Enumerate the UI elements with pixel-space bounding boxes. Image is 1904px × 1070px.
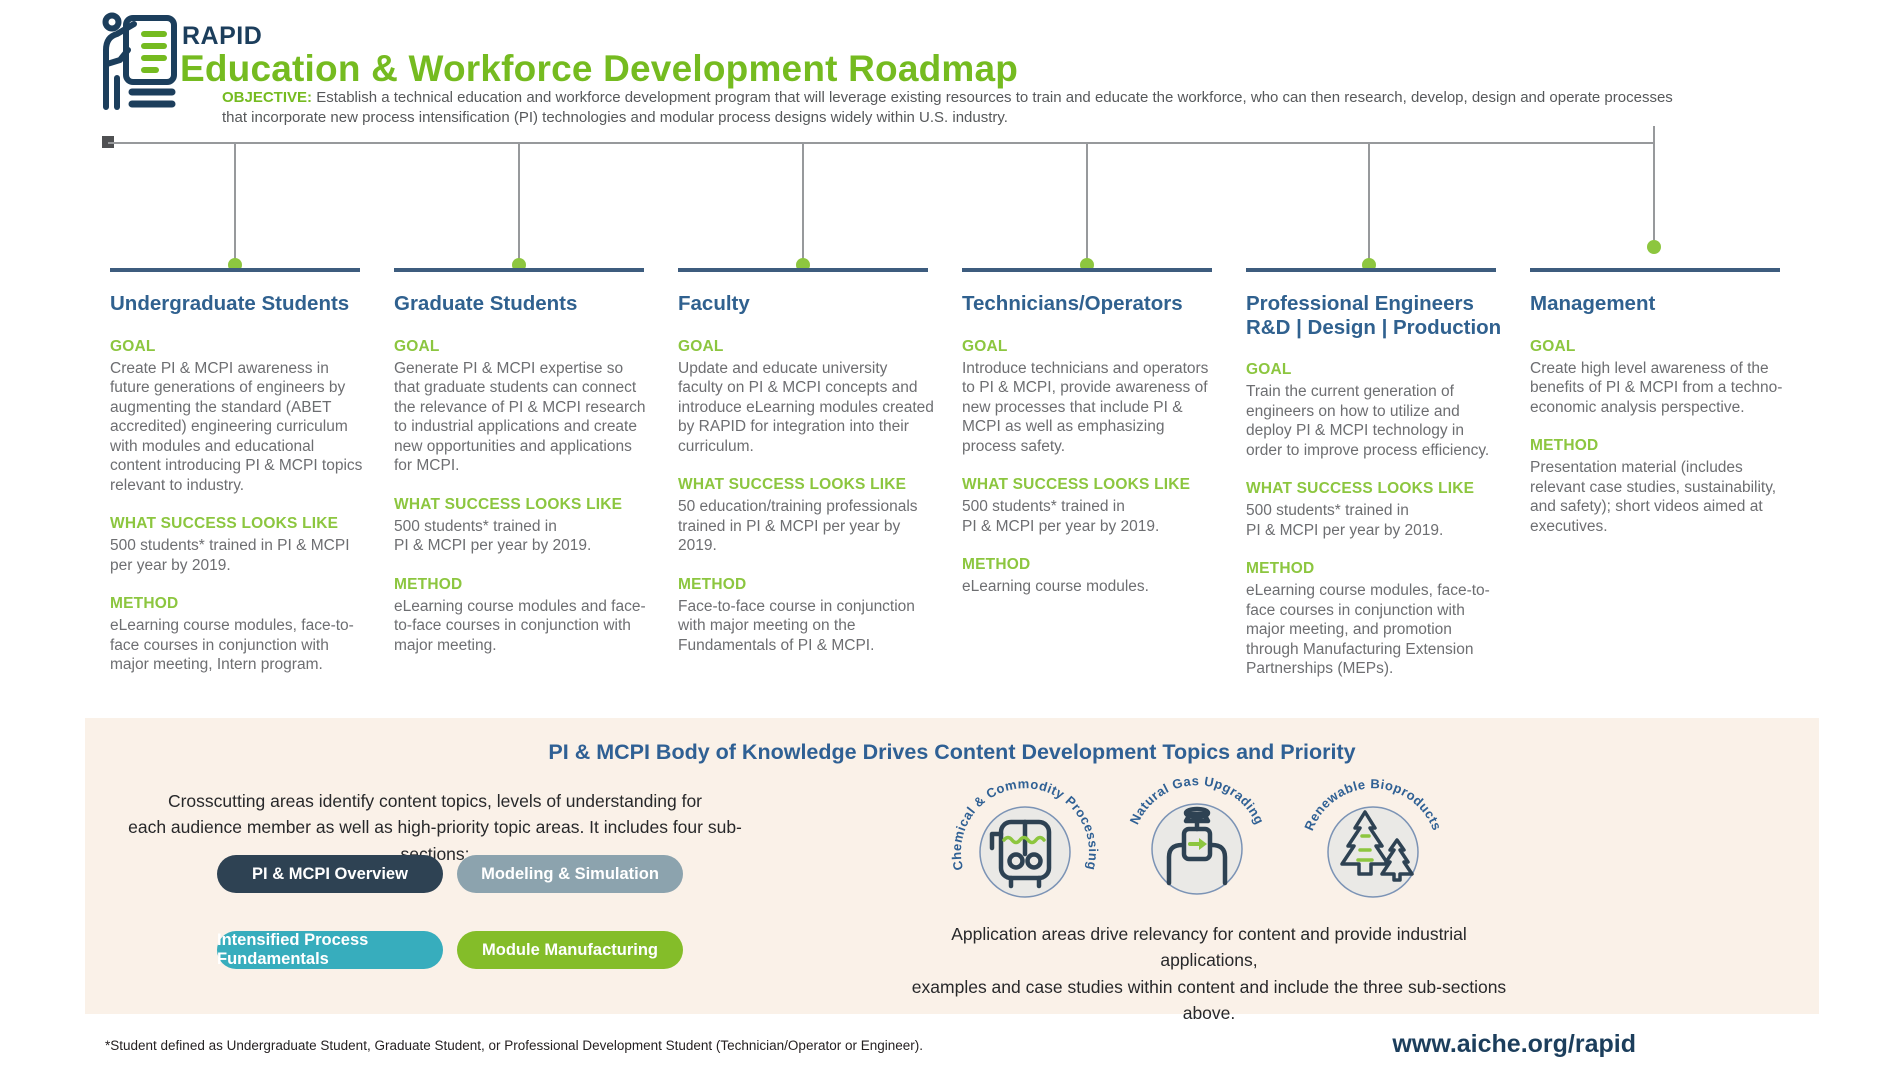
section-method: METHOD eLearning course modules. — [962, 556, 1220, 597]
timeline-connector — [518, 142, 520, 264]
section-label: METHOD — [1530, 437, 1599, 455]
section-text: eLearning course modules and face-to-fac… — [394, 597, 646, 654]
column-rule — [394, 268, 644, 272]
section-label: GOAL — [110, 337, 156, 355]
column-graduate-students: Graduate Students GOAL Generate PI & MCP… — [394, 292, 652, 675]
section-text: 500 students* trained in PI & MCPI per y… — [962, 498, 1160, 535]
section-label: METHOD — [110, 595, 179, 613]
section-success: WHAT SUCCESS LOOKS LIKE 500 students* tr… — [110, 515, 368, 575]
section-text: Presentation material (includes relevant… — [1530, 459, 1777, 535]
section-label: METHOD — [678, 575, 747, 593]
column-rule — [110, 268, 360, 272]
natural-gas-icon: Natural Gas Upgrading — [1127, 773, 1267, 895]
timeline-connector — [1086, 142, 1088, 264]
body-of-knowledge-panel: PI & MCPI Body of Knowledge Drives Conte… — [85, 718, 1819, 1023]
section-label: GOAL — [1530, 337, 1576, 355]
column-rule — [678, 268, 928, 272]
section-text: Create PI & MCPI awareness in future gen… — [110, 359, 363, 494]
column-rule — [1530, 268, 1780, 272]
section-method: METHOD Presentation material (includes r… — [1530, 437, 1788, 536]
pill-pi-mcpi-overview: PI & MCPI Overview — [217, 855, 443, 893]
section-method: METHOD eLearning course modules, face-to… — [110, 595, 368, 675]
section-goal: GOAL Create PI & MCPI awareness in futur… — [110, 338, 368, 496]
objective-paragraph: OBJECTIVE: Establish a technical educati… — [222, 88, 1782, 129]
section-text: eLearning course modules. — [962, 578, 1149, 596]
section-goal: GOAL Generate PI & MCPI expertise so tha… — [394, 338, 652, 476]
student-footnote: *Student defined as Undergraduate Studen… — [105, 1038, 924, 1053]
rapid-logo-icon — [102, 12, 177, 110]
section-label: WHAT SUCCESS LOOKS LIKE — [394, 495, 623, 513]
section-label: METHOD — [1246, 560, 1315, 578]
column-rule — [962, 268, 1212, 272]
objective-label: OBJECTIVE: — [222, 89, 313, 106]
timeline-connector — [1368, 142, 1370, 264]
section-label: GOAL — [394, 337, 440, 355]
section-label: WHAT SUCCESS LOOKS LIKE — [962, 476, 1191, 494]
objective-text: Establish a technical education and work… — [222, 89, 1673, 127]
column-title: Technicians/Operators — [962, 292, 1183, 315]
section-success: WHAT SUCCESS LOOKS LIKE 50 education/tra… — [678, 476, 936, 556]
section-text: Train the current generation of engineer… — [1246, 383, 1490, 459]
column-title: Faculty — [678, 292, 750, 315]
section-success: WHAT SUCCESS LOOKS LIKE 500 students* tr… — [394, 496, 652, 556]
section-text: eLearning course modules, face-to-face c… — [1246, 582, 1490, 678]
section-label: WHAT SUCCESS LOOKS LIKE — [110, 515, 339, 533]
page-title: Education & Workforce Development Roadma… — [180, 48, 1019, 89]
pill-intensified-process-fundamentals: Intensified Process Fundamentals — [217, 931, 443, 969]
section-method: METHOD eLearning course modules and face… — [394, 576, 652, 656]
section-goal: GOAL Create high level awareness of the … — [1530, 338, 1788, 418]
column-rule — [1246, 268, 1496, 272]
section-goal: GOAL Train the current generation of eng… — [1246, 361, 1504, 460]
brand-name: RAPID — [182, 22, 263, 50]
section-text: Update and educate university faculty on… — [678, 359, 934, 455]
column-title: Management — [1530, 292, 1656, 315]
section-text: Face-to-face course in conjunction with … — [678, 597, 915, 654]
column-faculty: Faculty GOAL Update and educate universi… — [678, 292, 936, 675]
section-text: 500 students* trained in PI & MCPI per y… — [110, 537, 350, 574]
section-text: Introduce technicians and operators to P… — [962, 359, 1209, 455]
column-title: Graduate Students — [394, 292, 578, 315]
section-text: Create high level awareness of the benef… — [1530, 359, 1783, 416]
bioproducts-icon: Renewable Bioproducts — [1301, 776, 1444, 898]
section-text: Generate PI & MCPI expertise so that gra… — [394, 359, 646, 475]
section-goal: GOAL Update and educate university facul… — [678, 338, 936, 457]
chemical-processing-icon: Chemical & Commodity Processing — [949, 776, 1101, 898]
column-undergraduate-students: Undergraduate Students GOAL Create PI & … — [110, 292, 368, 695]
pill-module-manufacturing: Module Manufacturing — [457, 931, 683, 969]
section-method: METHOD Face-to-face course in conjunctio… — [678, 576, 936, 656]
section-label: GOAL — [962, 337, 1008, 355]
timeline-dot — [1647, 240, 1661, 254]
column-management: Management GOAL Create high level awaren… — [1530, 292, 1788, 556]
pill-modeling-simulation: Modeling & Simulation — [457, 855, 683, 893]
panel-title: PI & MCPI Body of Knowledge Drives Conte… — [548, 740, 1356, 764]
column-technicians-operators: Technicians/Operators GOAL Introduce tec… — [962, 292, 1220, 617]
section-label: GOAL — [678, 337, 724, 355]
timeline-connector — [802, 142, 804, 264]
column-title: Undergraduate Students — [110, 292, 350, 315]
section-text: 500 students* trained in PI & MCPI per y… — [394, 517, 592, 555]
section-text: 500 students* trained in PI & MCPI per y… — [1246, 502, 1444, 539]
crosscutting-text: Crosscutting areas identify content topi… — [128, 791, 742, 864]
section-goal: GOAL Introduce technicians and operators… — [962, 338, 1220, 457]
application-areas-text: Application areas drive relevancy for co… — [911, 924, 1507, 1023]
section-label: METHOD — [394, 575, 463, 593]
site-url[interactable]: www.aiche.org/rapid — [1392, 1030, 1636, 1058]
timeline-connector — [234, 142, 236, 264]
section-method: METHOD eLearning course modules, face-to… — [1246, 560, 1504, 679]
section-label: WHAT SUCCESS LOOKS LIKE — [1246, 480, 1475, 498]
section-text: eLearning course modules, face-to-face c… — [110, 617, 354, 674]
timeline-connector — [1653, 126, 1655, 240]
section-success: WHAT SUCCESS LOOKS LIKE 500 students* tr… — [1246, 480, 1504, 540]
section-success: WHAT SUCCESS LOOKS LIKE 500 students* tr… — [962, 476, 1220, 536]
section-text: 50 education/training professionals trai… — [678, 498, 918, 555]
section-label: GOAL — [1246, 361, 1292, 379]
section-label: METHOD — [962, 556, 1031, 574]
section-label: WHAT SUCCESS LOOKS LIKE — [678, 476, 907, 494]
timeline-line — [108, 142, 1655, 144]
